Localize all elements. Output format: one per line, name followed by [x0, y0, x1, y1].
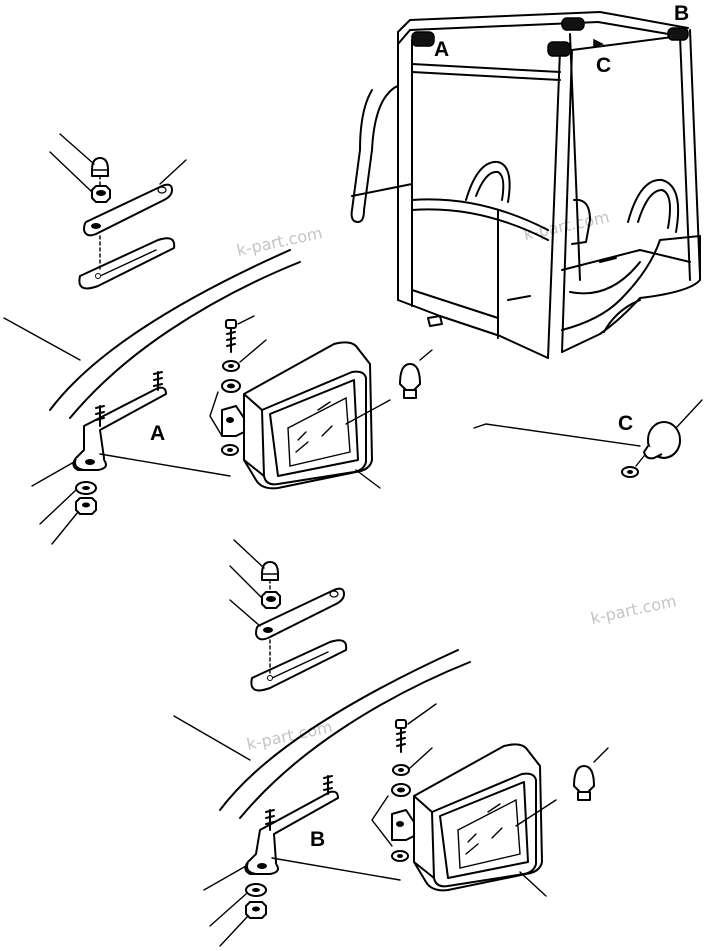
upper-link-plate — [83, 183, 173, 237]
upper-bolt — [225, 319, 237, 353]
upper-hex-nut — [91, 185, 111, 203]
upper-cap-nut — [91, 157, 109, 177]
upper-lock-nut — [75, 497, 97, 515]
bracket-label-a: A — [150, 422, 165, 445]
operator-cab — [350, 11, 701, 359]
cab-label-a: A — [434, 38, 449, 61]
lower-link-plate — [255, 587, 345, 641]
roof-lamp-center — [561, 17, 585, 31]
lower-spring-washer — [392, 764, 410, 776]
roof-marker-c — [593, 38, 605, 47]
upper-bulb — [399, 363, 421, 399]
lower-bulb — [573, 765, 595, 801]
lower-flat-washer — [391, 783, 411, 797]
lower-slot-plate — [250, 639, 348, 692]
lower-work-lamp — [413, 743, 543, 892]
handle-knob — [643, 399, 703, 460]
upper-spring-washer — [222, 360, 240, 372]
lower-hex-nut — [261, 591, 281, 609]
lower-lamp-clamp — [391, 809, 415, 862]
lower-washer — [245, 883, 267, 897]
bracket-label-b: B — [310, 828, 325, 851]
handle-washer — [621, 466, 639, 478]
lower-bracket — [244, 775, 339, 875]
cab-label-b: B — [674, 2, 689, 25]
roof-lamp-b — [667, 27, 689, 41]
lower-lock-nut — [245, 901, 267, 919]
lower-cap-nut — [261, 561, 279, 581]
upper-slot-plate — [78, 237, 176, 290]
upper-flat-washer — [221, 379, 241, 393]
roof-lamp-a — [411, 31, 435, 47]
lower-bolt — [395, 719, 407, 753]
upper-work-lamp — [243, 341, 373, 490]
upper-lamp-clamp — [221, 405, 245, 456]
handle-label-c: C — [618, 412, 633, 435]
upper-washer — [75, 481, 97, 495]
watermark-3: k-part.com — [589, 591, 678, 628]
roof-lamp-middle — [547, 41, 571, 57]
cab-label-c: C — [596, 54, 611, 77]
upper-bracket — [72, 371, 167, 471]
